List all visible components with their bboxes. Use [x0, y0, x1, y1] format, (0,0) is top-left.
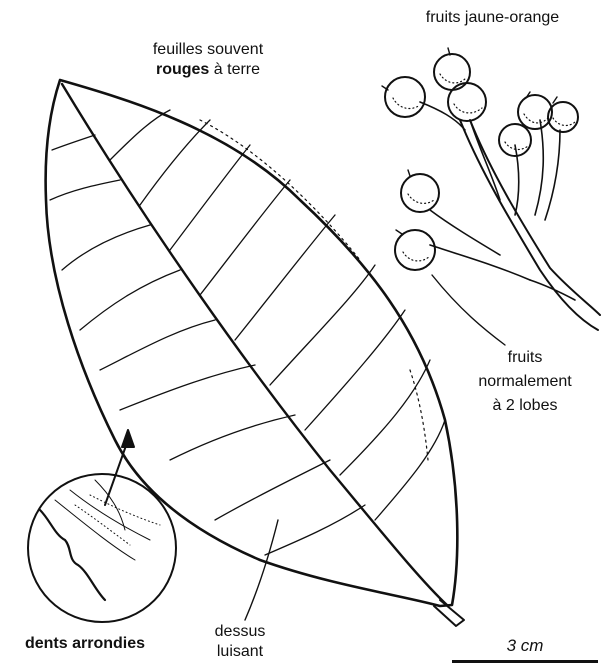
leaf-vein [215, 460, 330, 520]
leaf-vein [170, 145, 250, 250]
leaf-icon [46, 80, 464, 626]
leaf-vein [265, 505, 365, 555]
fruit-cluster-icon [382, 48, 600, 330]
fallen-leaves-line1: feuilles souvent [118, 40, 298, 60]
fruit-lobes-line2: normalement [450, 370, 600, 394]
leaf-vein [80, 270, 180, 330]
leaf-vein [100, 320, 215, 370]
upper-side-label: dessus luisant [190, 622, 290, 662]
berry-icon [518, 95, 552, 129]
scale-bar [452, 660, 598, 663]
berry-icon [548, 102, 578, 132]
berry-icon [448, 83, 486, 121]
leaf-vein [110, 110, 170, 160]
fruit-stem [470, 120, 500, 200]
leaf-petiole [434, 600, 464, 626]
leaf-vein [120, 365, 255, 410]
arrow-icon [105, 430, 134, 505]
leaf-vein [235, 215, 335, 340]
leaf-vein [270, 265, 375, 385]
rounded-teeth-label: dents arrondies [0, 634, 170, 654]
berry-icon [401, 174, 439, 212]
leader-line [432, 275, 505, 345]
leaf-vein [340, 360, 430, 475]
leaf-margin-dots [200, 120, 360, 260]
fruit-stem [535, 120, 543, 215]
upper-side-line2: luisant [190, 642, 290, 662]
scale-label: 3 cm [470, 636, 580, 656]
fruit-lobes-label: fruits normalement à 2 lobes [450, 346, 600, 418]
on-ground-text: à terre [209, 61, 260, 78]
fruit-stem [530, 280, 575, 300]
fruit-stem [430, 245, 530, 280]
berry-icon [395, 230, 435, 270]
fruit-stem [470, 120, 600, 315]
leaf-vein [62, 225, 150, 270]
leaf-vein [200, 180, 290, 295]
fruit-stem [460, 120, 598, 330]
fallen-leaves-line2: rouges à terre [118, 60, 298, 80]
fruit-color-label: fruits jaune-orange [390, 8, 595, 28]
berry-icon [499, 124, 531, 156]
leaf-vein [140, 120, 210, 205]
berry-icon [385, 77, 425, 117]
magnifier-icon [28, 474, 176, 622]
fruit-stem [545, 130, 560, 220]
fruit-stem [420, 102, 465, 130]
leaf-vein [305, 310, 405, 430]
berry-icon [434, 54, 470, 90]
leaf-margin-dots [410, 370, 428, 460]
leaf-vein [52, 135, 95, 150]
fallen-leaves-label: feuilles souvent rouges à terre [118, 40, 298, 80]
leaf-vein [375, 420, 445, 520]
upper-side-line1: dessus [190, 622, 290, 642]
leader-line [245, 520, 278, 620]
leaf-vein [170, 415, 295, 460]
red-word: rouges [156, 61, 209, 78]
fruit-lobes-line3: à 2 lobes [450, 394, 600, 418]
leaf-vein [50, 180, 120, 200]
fruit-lobes-line1: fruits [450, 346, 600, 370]
